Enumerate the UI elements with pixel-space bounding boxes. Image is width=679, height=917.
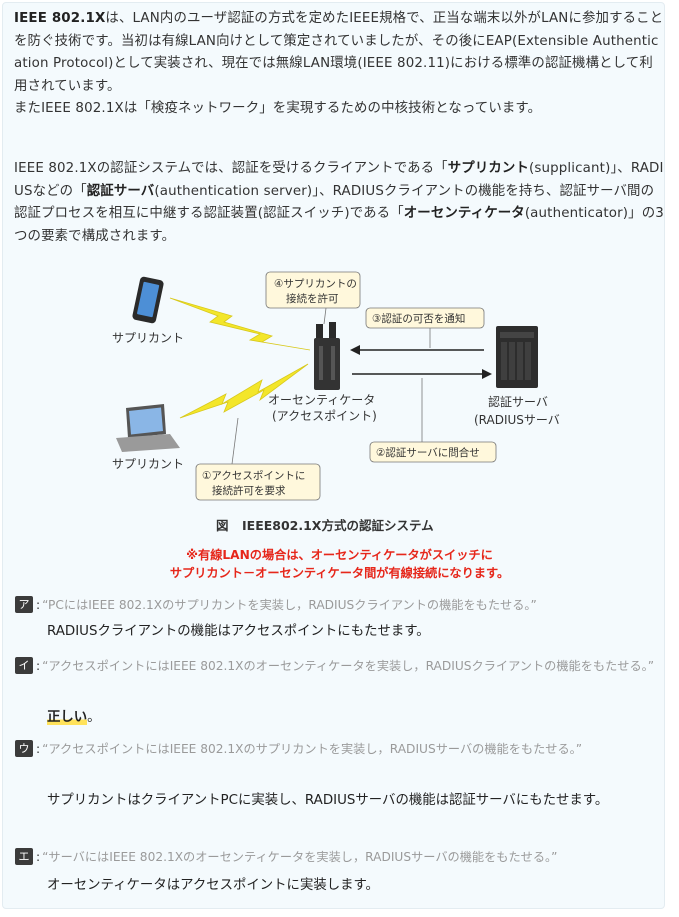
components-text-1: IEEE 802.1Xの認証システムでは、認証を受けるクライアントである「 — [14, 161, 448, 176]
ieee8021x-diagram: サプリカント サプリカント オーセンティケータ (アクセスポイント) 認証サーバ… — [112, 271, 560, 533]
choice-u-badge: ウ — [15, 740, 33, 757]
content-panel — [2, 2, 665, 909]
choice-a-colon: : — [36, 598, 41, 612]
components-text-2: (supplicant)」、RADIUSなどの「 — [14, 161, 664, 199]
callout-step3: ③認証の可否を通知 — [365, 307, 485, 348]
lightning-top-icon — [169, 297, 311, 351]
choice-i-colon: : — [36, 659, 41, 673]
supplicant-label-top: サプリカント — [112, 331, 184, 345]
arrow-right-icon — [482, 369, 492, 379]
choice-a-question: ア:“PCにはIEEE 802.1Xのサプリカントを実装し，RADIUSクライア… — [15, 594, 663, 616]
components-paragraph: IEEE 802.1Xの認証システムでは、認証を受けるクライアントである「サプリ… — [14, 158, 664, 248]
choice-e-colon: : — [36, 850, 41, 864]
step4-text-2: 接続を許可 — [286, 292, 339, 305]
server-sublabel: (RADIUSサーバ) — [474, 413, 560, 427]
callout-step4: ④サプリカントの 接続を許可 — [265, 271, 361, 325]
choice-e-badge: エ — [15, 848, 33, 865]
term-auth-server: 認証サーバ — [86, 183, 155, 199]
choice-u-answer: サプリカントはクライアントPCに実装し、RADIUSサーバの機能は認証サーバにも… — [47, 793, 609, 808]
choice-i-answer-highlight: 正しい — [47, 710, 88, 725]
choice-i-text: “アクセスポイントにはIEEE 802.1Xのオーセンティケータを実装し，RAD… — [42, 659, 655, 673]
authenticator-sublabel: (アクセスポイント) — [272, 409, 377, 423]
term-authenticator: オーセンティケータ — [403, 206, 525, 221]
arrow-left-icon — [350, 345, 360, 355]
callout-step2: ②認証サーバに問合せ — [369, 378, 497, 463]
term-ieee8021x: IEEE 802.1X — [14, 11, 106, 26]
term-supplicant: サプリカント — [447, 161, 529, 176]
figure-caption: IEEE802.1X方式の認証システム — [242, 518, 434, 533]
supplicant-label-bottom: サプリカント — [112, 457, 184, 471]
choice-u-text: “アクセスポイントにはIEEE 802.1Xのサプリカントを実装し，RADIUS… — [42, 742, 583, 756]
choice-e-answer: オーセンティケータはアクセスポイントに実装します。 — [47, 878, 379, 893]
step1-text-1: ①アクセスポイントに — [202, 470, 305, 482]
choice-u-question: ウ:“アクセスポイントにはIEEE 802.1Xのサプリカントを実装し，RADI… — [15, 738, 663, 760]
server-icon — [496, 326, 538, 388]
choice-e-question: エ:“サーバにはIEEE 802.1Xのオーセンティケータを実装し，RADIUS… — [15, 846, 663, 868]
access-point-icon — [314, 322, 340, 390]
wired-note-line1: ※有線LANの場合は、オーセンティケータがスイッチに — [186, 548, 493, 562]
intro-text-line2: またIEEE 802.1Xは「検疫ネットワーク」を実現するための中核技術となって… — [14, 101, 542, 116]
choice-i-question: イ:“アクセスポイントにはIEEE 802.1Xのオーセンティケータを実装し，R… — [15, 655, 663, 677]
figure-caption-label: 図 — [216, 518, 229, 533]
choice-u-colon: : — [36, 742, 41, 756]
step3-text: ③認証の可否を通知 — [372, 312, 465, 325]
choice-a-badge: ア — [15, 596, 33, 613]
wired-note-line2: サプリカント－オーセンティケータ間が有線接続になります。 — [169, 566, 510, 580]
choice-a-answer: RADIUSクライアントの機能はアクセスポイントにもたせます。 — [47, 624, 430, 639]
smartphone-icon — [132, 276, 164, 324]
callout-step1: ①アクセスポイントに 接続許可を要求 — [195, 417, 321, 501]
step1-text-2: 接続許可を要求 — [212, 484, 286, 497]
choice-i-answer-suffix: 。 — [87, 710, 101, 725]
components-text-3: (authentication server)」、RADIUSクライアントの機能… — [14, 183, 655, 222]
authenticator-label: オーセンティケータ — [268, 393, 375, 407]
step2-text: ②認証サーバに問合せ — [376, 446, 480, 459]
step4-text-1: ④サプリカントの — [274, 278, 357, 290]
intro-paragraph: IEEE 802.1Xは、LAN内のユーザ認証の方式を定めたIEEE規格で、正当… — [14, 8, 664, 121]
choice-e-text: “サーバにはIEEE 802.1Xのオーセンティケータを実装し，RADIUSサー… — [42, 850, 558, 864]
lightning-bottom-icon — [179, 363, 309, 419]
choice-i-answer: 正しい。 — [47, 706, 663, 730]
components-text-4: (authenticator)」の3つの要素で構成されます。 — [14, 206, 664, 244]
choice-a-text: “PCにはIEEE 802.1Xのサプリカントを実装し，RADIUSクライアント… — [42, 598, 537, 612]
laptop-icon — [116, 404, 180, 452]
intro-text: は、LAN内のユーザ認証の方式を定めたIEEE規格で、正当な端末以外がLANに参… — [14, 11, 664, 94]
choice-i-badge: イ — [15, 657, 33, 674]
server-label: 認証サーバ — [488, 394, 548, 409]
